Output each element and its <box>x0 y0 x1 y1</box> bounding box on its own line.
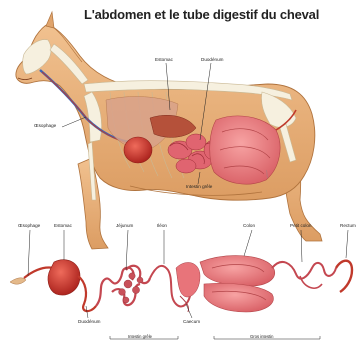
label-rectum: Rectum <box>340 224 356 229</box>
label-colon: Colon <box>243 224 255 229</box>
label-intestin-grele-upper: Intestin grêle <box>186 185 212 190</box>
digestive-tract <box>10 256 352 312</box>
label-oesophage-lower: Œsophage <box>18 224 40 229</box>
label-duodenum-lower: Duodénum <box>78 320 100 325</box>
label-jejunum: Jéjunum <box>116 224 133 229</box>
label-ileon: Iléon <box>157 224 167 229</box>
label-oesophage-upper: Œsophage <box>34 124 56 129</box>
label-petit-colon: Petit colon <box>290 224 311 229</box>
label-intestin-grele-lower: Intestin grêle <box>128 335 152 339</box>
label-caecum: Caecum <box>183 320 200 325</box>
label-duodenum-upper: Duodénum <box>201 58 223 63</box>
label-gros-intestin: Gros intestin <box>250 335 274 339</box>
label-estomac-lower: Estomac <box>54 224 72 229</box>
label-estomac-upper: Estomac <box>155 58 173 63</box>
